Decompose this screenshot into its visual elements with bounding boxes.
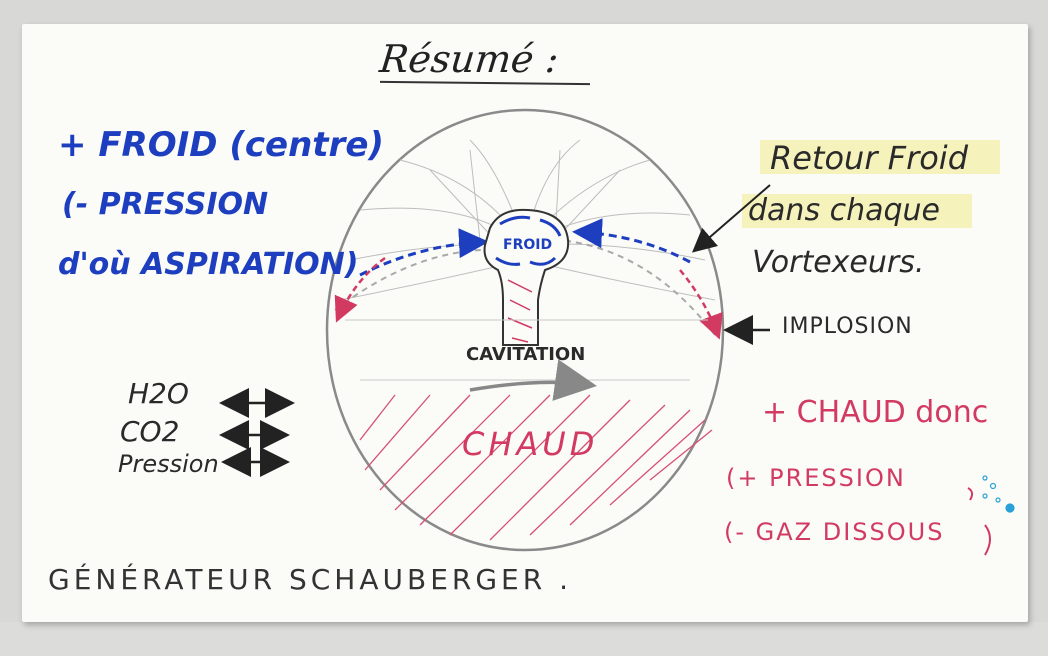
- highlight-2: [742, 194, 972, 228]
- left-note-line2: (- PRESSION: [62, 187, 269, 222]
- bubbles: [982, 475, 1015, 513]
- highlight-1: [760, 140, 1000, 174]
- cavitation-label: CAVITATION: [466, 344, 586, 365]
- cold-core: [483, 208, 570, 346]
- blue-scribbles: [495, 215, 562, 266]
- page-title: Résumé :: [377, 37, 561, 81]
- red-arc-right: [679, 269, 723, 340]
- arc-right-pencil: [559, 239, 716, 336]
- retour-arrow: [691, 184, 771, 253]
- right-note-line3: Vortexeurs.: [752, 245, 925, 280]
- bottom-right-line1: + CHAUD donc: [762, 395, 989, 430]
- bracket-right-1: [967, 487, 974, 501]
- right-note-line1: Retour Froid: [770, 139, 968, 177]
- blue-arc-right: [572, 218, 691, 264]
- implosion-label: IMPLOSION: [782, 314, 913, 339]
- red-hatching: [359, 394, 713, 541]
- left-note-line3: d'où ASPIRATION): [58, 247, 359, 282]
- bottom-right-line3: (- GAZ DISSOUS: [724, 518, 945, 546]
- bracket-right-2: [984, 524, 991, 556]
- center-froid-label: FROID: [503, 237, 553, 253]
- bottom-right-line2: (+ PRESSION: [726, 464, 906, 492]
- exchange-item-co2: CO2: [120, 415, 180, 448]
- exchange-item-h2o: H2O: [128, 377, 189, 410]
- left-note-line1: + FROID (centre): [58, 125, 384, 165]
- rotation-arrow: [469, 359, 597, 401]
- scan-background-edge: [0, 622, 1048, 656]
- blue-arc-left: [359, 228, 489, 277]
- pencil-hatch: [345, 319, 708, 381]
- footer-label: GÉNÉRATEUR SCHAUBERGER .: [48, 563, 572, 596]
- right-note-line2: dans chaque: [748, 193, 941, 228]
- chaud-zone-label: CHAUD: [462, 425, 599, 463]
- exchange-item-pression: Pression: [118, 450, 219, 478]
